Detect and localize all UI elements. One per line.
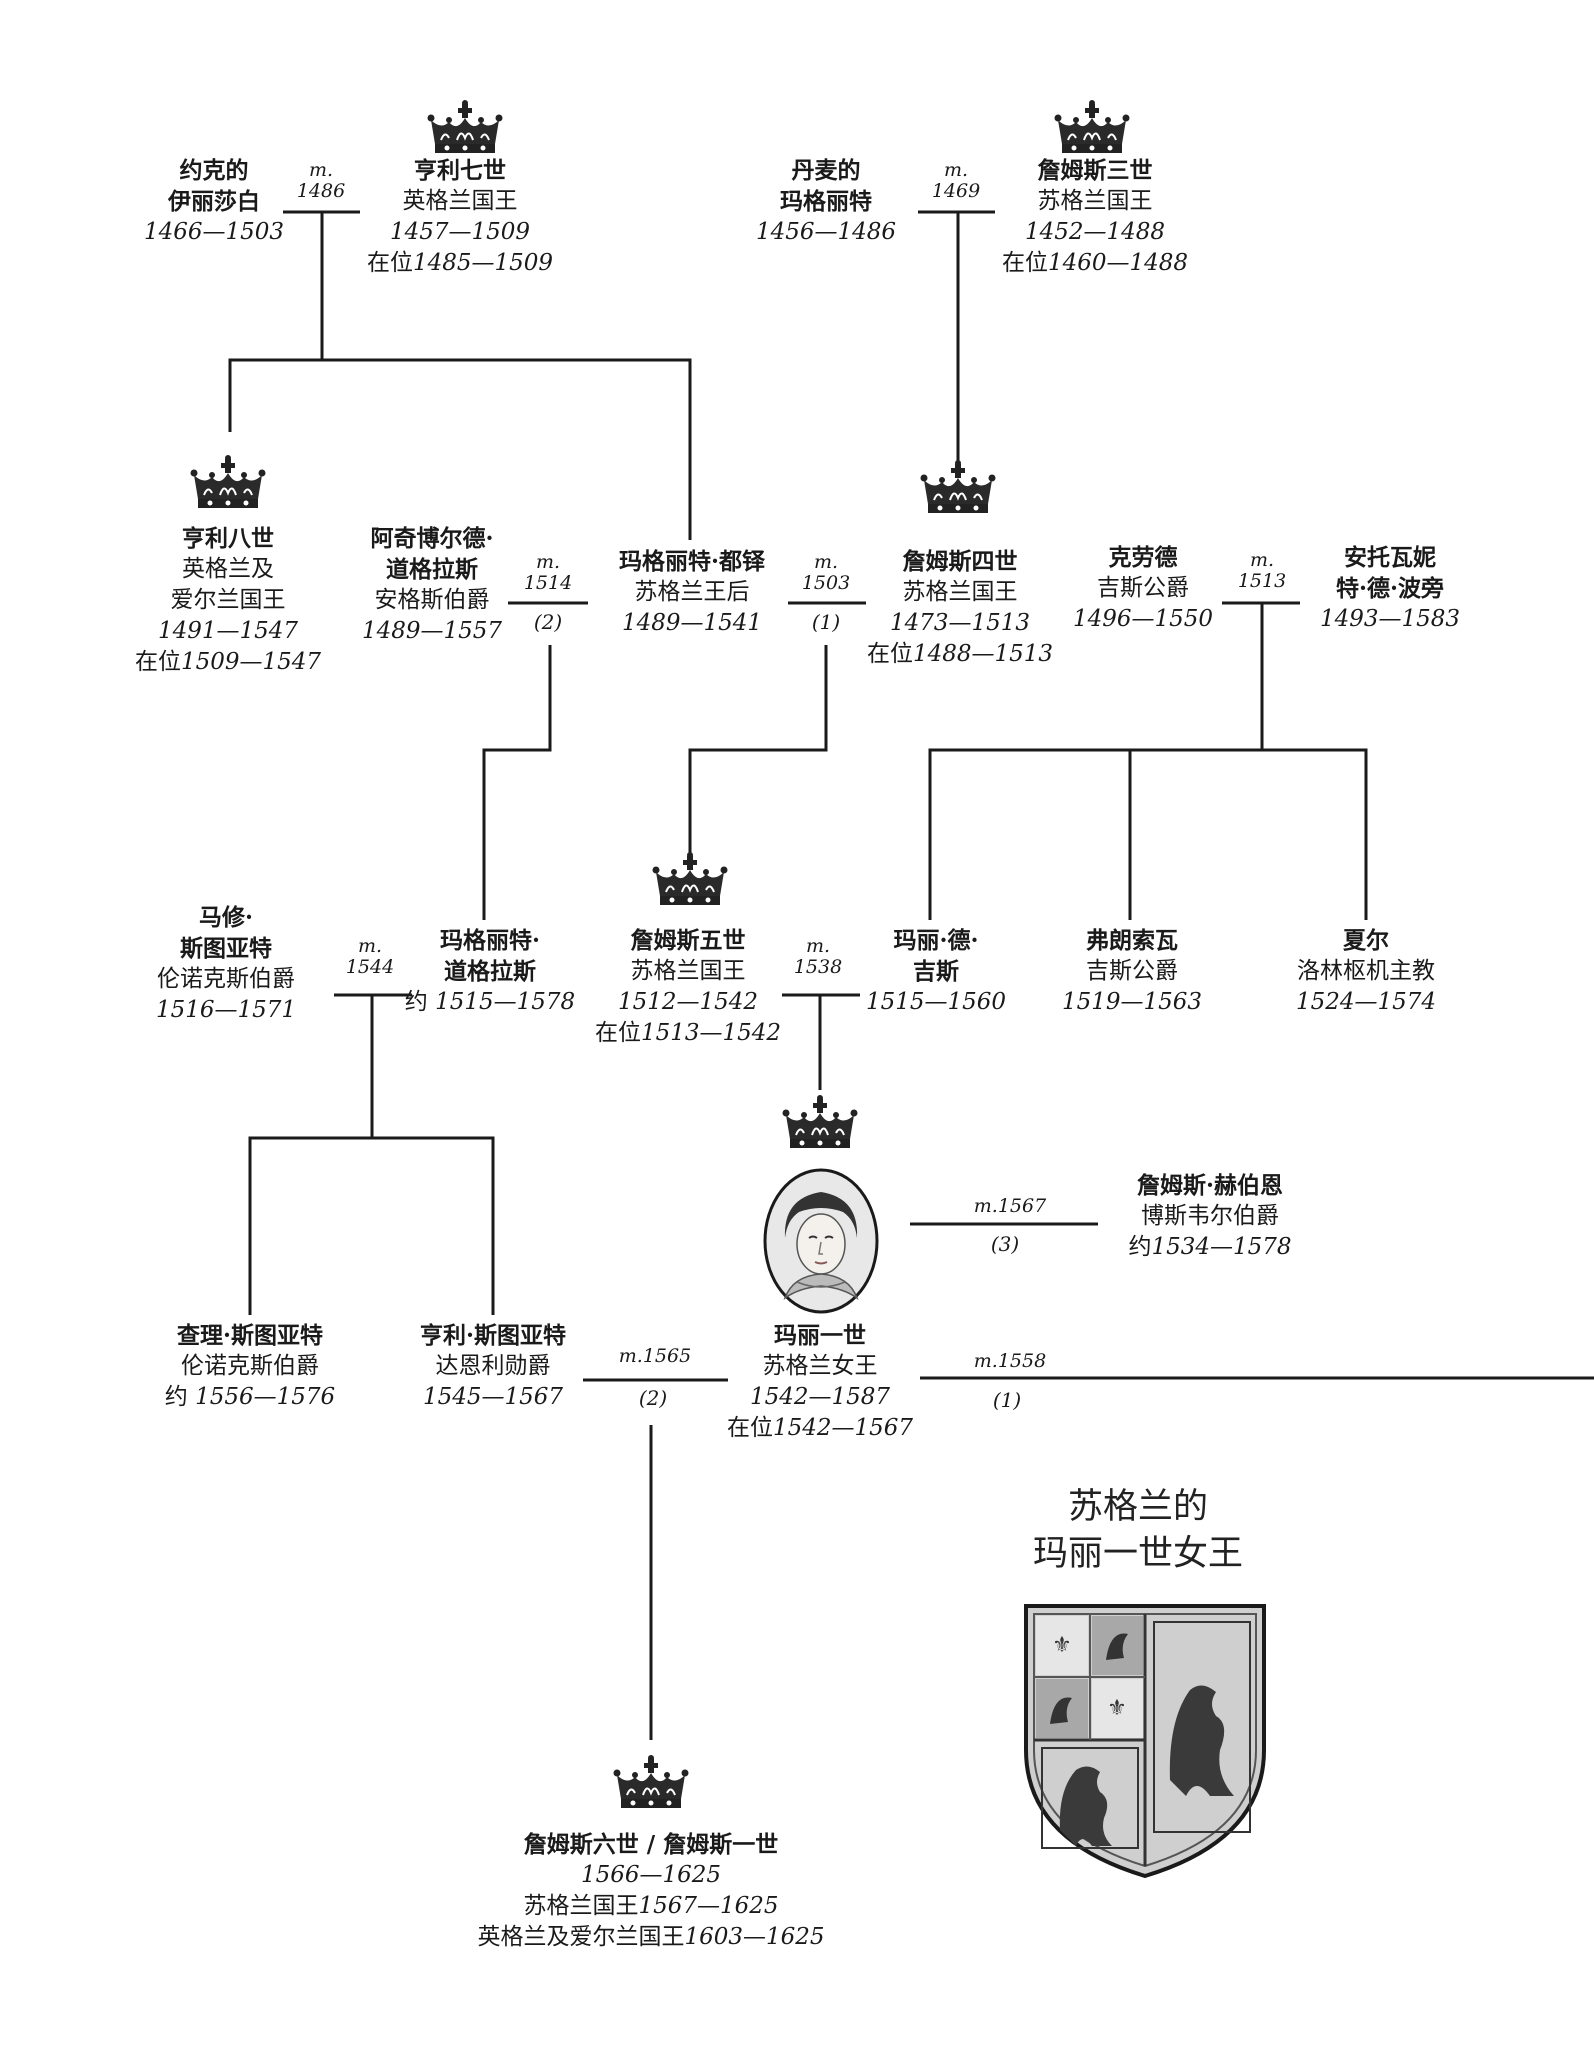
person-margaret-of-denmark: 丹麦的 玛格丽特 1456—1486 bbox=[755, 157, 897, 245]
marriage-label-1486: m.1486 bbox=[296, 159, 346, 202]
marriage-order-1503: (1) bbox=[811, 610, 841, 634]
person-margaret-tudor: 玛格丽特·都铎 苏格兰王后 1489—1541 bbox=[618, 548, 766, 636]
person-charles-cardinal: 夏尔 洛林枢机主教 1524—1574 bbox=[1295, 927, 1437, 1015]
person-mary-i-queen-of-scots: 玛丽一世 苏格兰女王 1542—1587 在位1542—1567 bbox=[726, 1322, 914, 1441]
person-margaret-douglas: 玛格丽特· 道格拉斯 约 1515—1578 bbox=[404, 927, 576, 1015]
marriage-label-1503: m.1503 bbox=[801, 551, 851, 594]
marriage-order-1558: (1) bbox=[992, 1388, 1022, 1412]
person-james-hepburn: 詹姆斯·赫伯恩 博斯韦尔伯爵 约1534—1578 bbox=[1128, 1172, 1292, 1260]
crown-icon bbox=[1054, 100, 1130, 156]
page-title: 苏格兰的 玛丽一世女王 bbox=[1032, 1487, 1244, 1574]
coat-of-arms-icon: ⚜ ⚜ bbox=[1020, 1600, 1270, 1880]
marriage-order-1565: (2) bbox=[638, 1386, 668, 1410]
marriage-label-1567: m.1567 bbox=[973, 1195, 1047, 1217]
marriage-order-1514: (2) bbox=[533, 610, 563, 634]
marriage-label-1538: m.1538 bbox=[793, 935, 843, 978]
crown-icon bbox=[613, 1755, 689, 1811]
person-james-v: 詹姆斯五世 苏格兰国王 1512—1542 在位1513—1542 bbox=[594, 927, 782, 1046]
person-archibald-douglas: 阿奇博尔德· 道格拉斯 安格斯伯爵 1489—1557 bbox=[361, 525, 503, 644]
svg-text:⚜: ⚜ bbox=[1052, 1633, 1072, 1658]
marriage-label-1558: m.1558 bbox=[973, 1350, 1047, 1372]
crown-icon bbox=[190, 455, 266, 511]
person-james-iii: 詹姆斯三世 苏格兰国王 1452—1488 在位1460—1488 bbox=[1001, 157, 1189, 276]
crown-icon bbox=[920, 460, 996, 516]
person-james-vi-and-i: 詹姆斯六世 / 詹姆斯一世 1566—1625 苏格兰国王1567—1625 英… bbox=[477, 1831, 825, 1950]
portrait-mary-icon bbox=[763, 1168, 879, 1314]
marriage-label-1514: m.1514 bbox=[523, 551, 573, 594]
person-antoinette-de-bourbon: 安托瓦妮 特·德·波旁 1493—1583 bbox=[1319, 544, 1461, 632]
person-james-iv: 詹姆斯四世 苏格兰国王 1473—1513 在位1488—1513 bbox=[866, 548, 1054, 667]
marriage-label-1565: m.1565 bbox=[618, 1345, 692, 1367]
person-henry-stuart-darnley: 亨利·斯图亚特 达恩利勋爵 1545—1567 bbox=[419, 1322, 567, 1410]
person-henry-viii: 亨利八世 英格兰及 爱尔兰国王 1491—1547 在位1509—1547 bbox=[134, 525, 322, 675]
crown-icon bbox=[427, 100, 503, 156]
marriage-label-1544: m.1544 bbox=[345, 935, 395, 978]
person-francois-guise: 弗朗索瓦 吉斯公爵 1519—1563 bbox=[1061, 927, 1203, 1015]
person-charles-stuart: 查理·斯图亚特 伦诺克斯伯爵 约 1556—1576 bbox=[164, 1322, 336, 1410]
crown-icon bbox=[652, 852, 728, 908]
person-elizabeth-of-york: 约克的 伊丽莎白 1466—1503 bbox=[143, 157, 285, 245]
marriage-label-1513: m.1513 bbox=[1237, 549, 1287, 592]
person-henry-vii: 亨利七世 英格兰国王 1457—1509 在位1485—1509 bbox=[366, 157, 554, 276]
svg-text:⚜: ⚜ bbox=[1107, 1696, 1127, 1721]
crown-icon bbox=[782, 1095, 858, 1151]
person-claude-guise: 克劳德 吉斯公爵 1496—1550 bbox=[1072, 544, 1214, 632]
marriage-label-1469: m.1469 bbox=[931, 159, 981, 202]
marriage-order-1567: (3) bbox=[990, 1232, 1020, 1256]
person-matthew-stewart: 马修· 斯图亚特 伦诺克斯伯爵 1516—1571 bbox=[155, 904, 297, 1023]
person-mary-of-guise: 玛丽·德· 吉斯 1515—1560 bbox=[865, 927, 1007, 1015]
